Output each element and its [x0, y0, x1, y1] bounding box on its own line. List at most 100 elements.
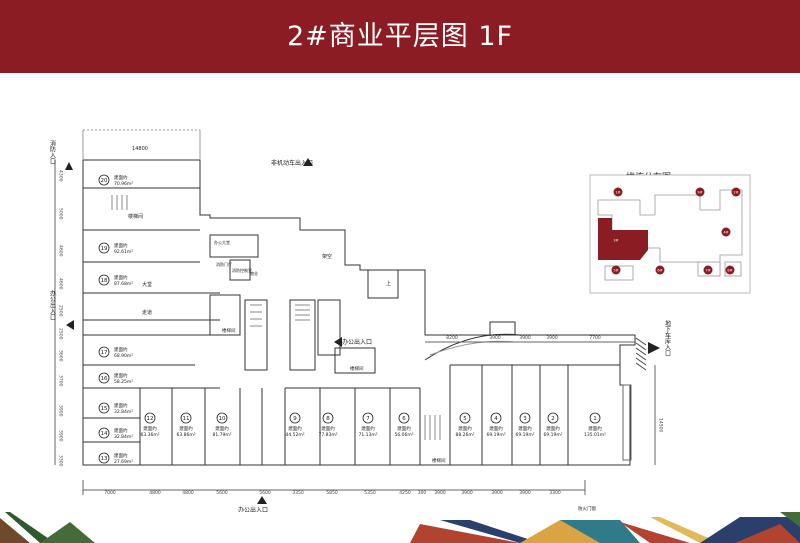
- svg-text:4#: 4#: [723, 231, 728, 235]
- unit-number: 10: [219, 416, 226, 422]
- svg-text:3#: 3#: [613, 239, 618, 243]
- dim-bottom-7: 5350: [364, 490, 376, 496]
- unit-number: 16: [101, 376, 108, 382]
- keyplan-building-9: 9#: [695, 187, 705, 197]
- unit-area-label: 建面约: [215, 425, 229, 432]
- unit-number: 2: [551, 416, 555, 422]
- dim-right-top-0: 8200: [446, 335, 458, 341]
- unit-area-value: 69.19m²: [486, 432, 505, 438]
- dim-bottom-9: 300: [418, 490, 427, 496]
- parking-ramp-hatch: [635, 337, 647, 371]
- keyplan-highlight: [598, 218, 648, 260]
- unit-number: 17: [101, 350, 108, 356]
- unit-area-label: 建面约: [458, 425, 472, 432]
- dim-bottom-8: 4250: [399, 490, 411, 496]
- dim-bottom-12: 3900: [491, 490, 503, 496]
- dim-left-3: 4600: [58, 278, 64, 290]
- unit-area-value: 58.25m²: [114, 379, 133, 385]
- unit-area-label: 建面约: [114, 452, 128, 459]
- left-dimensions: 4300500046004600250025003600370039003900…: [58, 170, 64, 467]
- unit-area-label: 建面约: [143, 425, 157, 432]
- unit-badge: [362, 412, 374, 424]
- stair-left-label: 楼梯间: [128, 213, 143, 220]
- unit-area-label: 建面约: [114, 242, 128, 249]
- office-lobby-label: 办公大堂: [214, 239, 230, 245]
- key-plan: 1#2#3#4#5#6#7#8#9#: [589, 174, 751, 294]
- dim-left-9: 3900: [58, 430, 64, 442]
- office-bottom-arrow-icon: [257, 496, 267, 504]
- svg-text:9#: 9#: [697, 191, 702, 195]
- unit-area-label: 建面约: [361, 425, 375, 432]
- dim-bottom-5: 3350: [292, 490, 304, 496]
- dim-bottom-0: 7000: [104, 490, 116, 496]
- fire-gate-label: 防火门窗: [578, 505, 596, 512]
- unit-area-value: 32.84m²: [114, 434, 133, 440]
- decorative-pattern: [0, 512, 800, 543]
- office-bottom-entrance-label: 办公出入口: [238, 506, 268, 514]
- unit-area-label: 建面约: [179, 425, 193, 432]
- unit-area-value: 70.96m²: [114, 181, 133, 187]
- unit-area-value: 56.06m²: [394, 432, 413, 438]
- unit-area-label: 建面约: [114, 274, 128, 281]
- dim-bottom-3: 5600: [216, 490, 228, 496]
- office-left-entrance-label: 办公出入口: [49, 289, 56, 321]
- svg-text:2#: 2#: [733, 191, 738, 195]
- unit-area-value: 63.86m²: [176, 432, 195, 438]
- unit-number: 20: [101, 178, 108, 184]
- stair-right-label: 楼梯间: [432, 457, 446, 464]
- top-dimension: 14800: [132, 146, 148, 152]
- non-motor-entrance-label: 非机动车出入口: [271, 159, 313, 167]
- dim-left-6: 3600: [58, 350, 64, 362]
- unit-area-value: 63.36m²: [140, 432, 159, 438]
- unit-badge: [98, 452, 110, 464]
- unit-area-label: 建面约: [114, 402, 128, 409]
- stair-bottom-label: 楼梯间: [350, 365, 364, 372]
- keyplan-building-5: 5#: [611, 265, 621, 275]
- unit-number: 13: [101, 456, 108, 462]
- office-center-entrance-label: 办公出入口: [342, 338, 372, 346]
- unit-area-label: 建面约: [588, 425, 602, 432]
- unit-badge: [98, 174, 110, 186]
- unit-number: 11: [183, 416, 190, 422]
- dim-bottom-1: 4800: [149, 490, 161, 496]
- dim-left-2: 4600: [58, 245, 64, 257]
- unit-number: 9: [293, 416, 297, 422]
- unit-number: 4: [494, 416, 498, 422]
- security-label: 物业: [250, 270, 258, 276]
- unit-badge: [98, 372, 110, 384]
- void-label: 架空: [322, 253, 332, 260]
- keyplan-building-3: 3#: [611, 235, 621, 245]
- unit-area-label: 建面约: [114, 174, 128, 181]
- unit-area-value: 77.83m²: [318, 432, 337, 438]
- non-motor-arrow-icon: [303, 158, 313, 166]
- unit-area-label: 建面约: [489, 425, 503, 432]
- dim-right-top-4: 7700: [589, 335, 601, 341]
- corridor-label: 走道: [142, 309, 152, 316]
- unit-area-label: 建面约: [397, 425, 411, 432]
- unit-area-label: 建面约: [321, 425, 335, 432]
- right-side-dimension: 14500: [658, 418, 664, 432]
- unit-number: 8: [326, 416, 330, 422]
- unit-badge: [490, 412, 502, 424]
- unit-badge: [289, 412, 301, 424]
- dim-left-5: 2500: [58, 328, 64, 340]
- dim-bottom-4: 5600: [259, 490, 271, 496]
